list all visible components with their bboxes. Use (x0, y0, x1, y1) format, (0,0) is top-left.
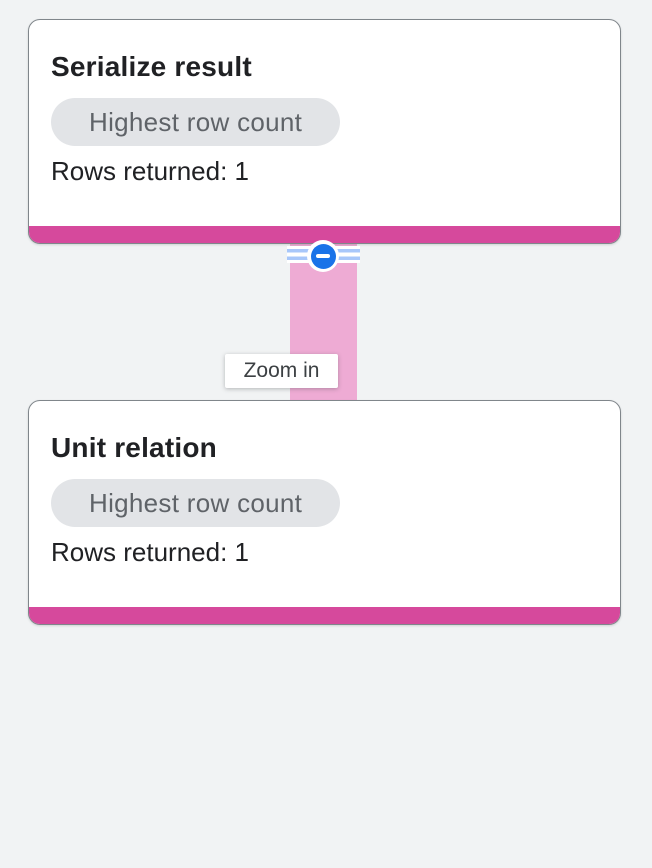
minus-icon (316, 254, 330, 258)
minus-circle-icon (310, 243, 336, 269)
node-rows-returned: Rows returned: 1 (51, 537, 249, 567)
node-card-body: Serialize result Highest row count Rows … (29, 20, 620, 187)
node-accent-bar (29, 226, 620, 243)
node-card-serialize-result[interactable]: Serialize result Highest row count Rows … (28, 19, 621, 244)
node-rows-returned: Rows returned: 1 (51, 156, 249, 186)
node-accent-bar (29, 607, 620, 624)
tooltip: Zoom in (225, 354, 338, 388)
node-badge-highest-row-count: Highest row count (51, 479, 341, 527)
node-card-unit-relation[interactable]: Unit relation Highest row count Rows ret… (28, 400, 621, 625)
node-title: Serialize result (51, 51, 252, 82)
node-badge-highest-row-count: Highest row count (51, 98, 341, 146)
node-card-body: Unit relation Highest row count Rows ret… (29, 401, 620, 568)
node-title: Unit relation (51, 432, 217, 463)
collapse-edge-button[interactable] (307, 240, 339, 272)
tooltip-label: Zoom in (243, 359, 320, 382)
